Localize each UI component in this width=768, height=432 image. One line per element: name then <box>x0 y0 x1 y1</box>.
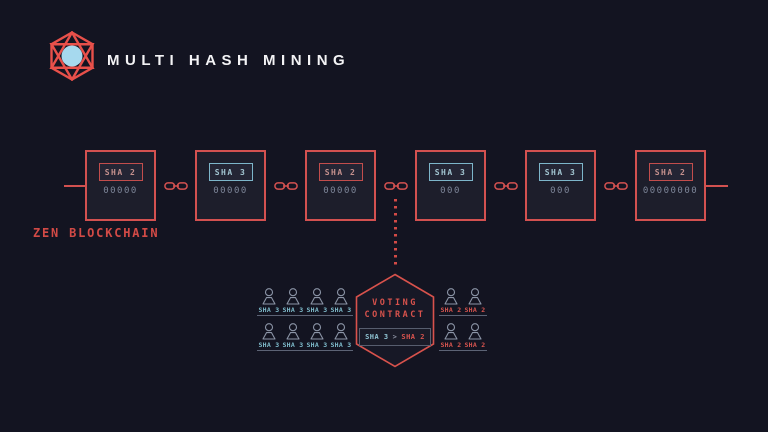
person-icon <box>262 288 276 305</box>
voter: SHA 3 <box>329 288 353 316</box>
proposal-to-label: SHA 2 <box>401 333 425 341</box>
voter: SHA 3 <box>281 323 305 351</box>
proposal-arrow-icon: > <box>392 333 398 341</box>
voter: SHA 3 <box>305 288 329 316</box>
voters-group-sha3: SHA 3 SHA 3 SHA 3 SHA 3 <box>257 288 353 351</box>
voter-algo-label: SHA 2 <box>463 341 487 351</box>
person-icon <box>310 323 324 340</box>
person-icon <box>468 288 482 305</box>
blockchain-block: SHA 3 00000 <box>195 150 266 221</box>
voting-title-line2: CONTRACT <box>364 310 426 320</box>
algo-label: SHA 2 <box>324 167 357 177</box>
voter: SHA 2 <box>439 323 463 351</box>
algo-label: SHA 3 <box>434 167 467 177</box>
nonce-value: 000 <box>440 186 461 196</box>
person-icon <box>334 288 348 305</box>
nonce-value: 00000 <box>323 186 358 196</box>
voter: SHA 3 <box>281 288 305 316</box>
chain-link-icon <box>603 181 628 190</box>
person-icon <box>286 288 300 305</box>
person-icon <box>310 288 324 305</box>
voter: SHA 2 <box>463 323 487 351</box>
voter-algo-label: SHA 3 <box>329 341 353 351</box>
blockchain-row: SHA 2 00000 SHA 3 00000 SHA 2 00000 <box>85 150 706 221</box>
voters-group-sha2: SHA 2 SHA 2 SHA 2 SHA 2 <box>439 288 487 351</box>
voter-algo-label: SHA 2 <box>439 341 463 351</box>
voter-algo-label: SHA 3 <box>329 306 353 316</box>
voter: SHA 2 <box>463 288 487 316</box>
chain-line-right <box>705 185 728 187</box>
voter-algo-label: SHA 3 <box>257 306 281 316</box>
algo-badge: SHA 3 <box>208 163 253 181</box>
voter-algo-label: SHA 3 <box>281 341 305 351</box>
blockchain-block: SHA 2 00000 <box>85 150 156 221</box>
algo-badge: SHA 2 <box>98 163 143 181</box>
person-icon <box>286 323 300 340</box>
voter: SHA 2 <box>439 288 463 316</box>
voter-algo-label: SHA 2 <box>439 306 463 316</box>
chain-link-icon <box>273 181 298 190</box>
blockchain-block: SHA 3 000 <box>525 150 596 221</box>
algo-label: SHA 3 <box>214 167 247 177</box>
algo-badge: SHA 3 <box>428 163 473 181</box>
algo-badge: SHA 2 <box>318 163 363 181</box>
voting-contract-hexagon: VOTING CONTRACT SHA 3 > SHA 2 <box>355 273 435 368</box>
algo-label: SHA 2 <box>104 167 137 177</box>
proposal-from-label: SHA 3 <box>365 333 389 341</box>
blockchain-block: SHA 2 00000 <box>305 150 376 221</box>
voter-algo-label: SHA 2 <box>463 306 487 316</box>
voter-algo-label: SHA 3 <box>305 341 329 351</box>
nonce-value: 00000000 <box>642 186 699 196</box>
nonce-value: 00000 <box>103 186 138 196</box>
voting-title-line1: VOTING <box>372 298 418 308</box>
nonce-value: 00000 <box>213 186 248 196</box>
hash-proposal-box: SHA 3 > SHA 2 <box>359 328 431 346</box>
person-icon <box>444 288 458 305</box>
chain-link-icon <box>493 181 518 190</box>
dotted-connector <box>394 199 397 269</box>
person-icon <box>262 323 276 340</box>
voter-algo-label: SHA 3 <box>257 341 281 351</box>
voter-algo-label: SHA 3 <box>305 306 329 316</box>
algo-label: SHA 2 <box>654 167 687 177</box>
blockchain-label: ZEN BLOCKCHAIN <box>33 226 160 240</box>
algo-label: SHA 3 <box>544 167 577 177</box>
voter: SHA 3 <box>257 323 281 351</box>
algo-badge: SHA 2 <box>648 163 693 181</box>
nonce-value: 000 <box>550 186 571 196</box>
blockchain-block: SHA 3 000 <box>415 150 486 221</box>
person-icon <box>334 323 348 340</box>
chain-link-icon <box>383 181 408 190</box>
blockchain-block: SHA 2 00000000 <box>635 150 706 221</box>
voter-algo-label: SHA 3 <box>281 306 305 316</box>
voter: SHA 3 <box>305 323 329 351</box>
voter: SHA 3 <box>257 288 281 316</box>
chain-line-left <box>64 185 85 187</box>
hex-cube-logo-icon <box>49 31 95 81</box>
voter: SHA 3 <box>329 323 353 351</box>
person-icon <box>468 323 482 340</box>
algo-badge: SHA 3 <box>538 163 583 181</box>
app-title: MULTI HASH MINING <box>107 52 351 69</box>
person-icon <box>444 323 458 340</box>
chain-link-icon <box>163 181 188 190</box>
